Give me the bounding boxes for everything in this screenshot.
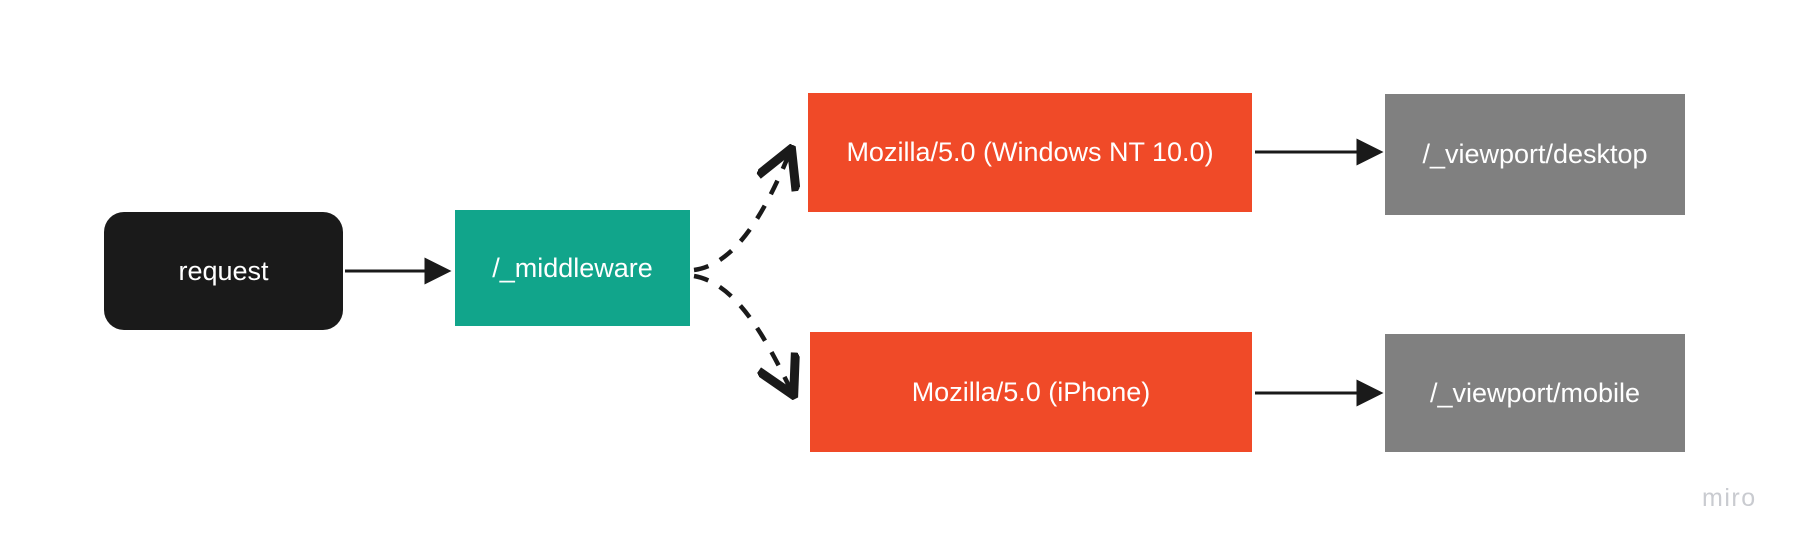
node-viewport-mobile-label: /_viewport/mobile — [1429, 377, 1641, 408]
node-user-agent-desktop[interactable]: Mozilla/5.0 (Windows NT 10.0) — [808, 93, 1252, 212]
node-middleware[interactable]: /_middleware — [455, 210, 690, 326]
node-user-agent-desktop-label: Mozilla/5.0 (Windows NT 10.0) — [846, 137, 1214, 168]
node-user-agent-mobile[interactable]: Mozilla/5.0 (iPhone) — [810, 332, 1252, 452]
edge-middleware-to-ua-desktop — [693, 152, 790, 273]
node-user-agent-mobile-label: Mozilla/5.0 (iPhone) — [911, 376, 1151, 407]
node-request-label: request — [178, 255, 269, 286]
edge-middleware-to-ua-mobile — [693, 273, 792, 392]
node-middleware-label: /_middleware — [492, 252, 653, 283]
node-viewport-desktop-label: /_viewport/desktop — [1422, 139, 1648, 170]
node-viewport-desktop[interactable]: /_viewport/desktop — [1385, 94, 1685, 215]
miro-watermark: miro — [1702, 484, 1757, 512]
node-request[interactable]: request — [104, 212, 343, 330]
node-viewport-mobile[interactable]: /_viewport/mobile — [1385, 334, 1685, 452]
